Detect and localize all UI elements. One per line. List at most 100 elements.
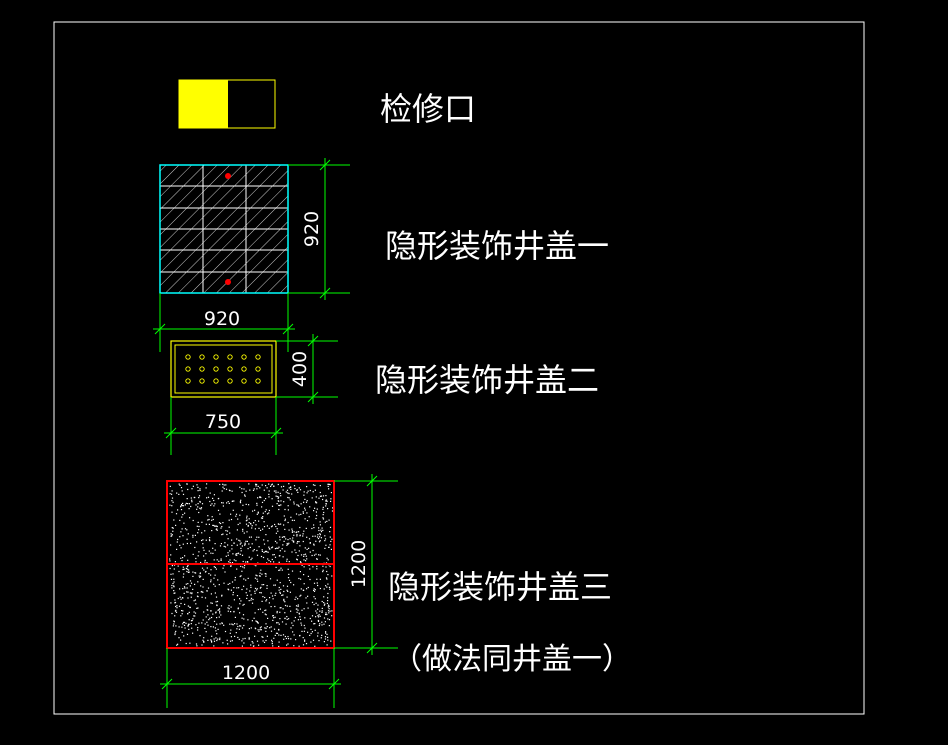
- stone-speckle: [173, 568, 175, 570]
- stone-speckle: [259, 575, 261, 577]
- stone-speckle: [276, 622, 278, 624]
- stone-speckle: [205, 553, 207, 555]
- stone-speckle: [298, 514, 300, 516]
- stone-speckle: [256, 483, 258, 486]
- stone-speckle: [204, 627, 206, 629]
- cover-3-height-dimension: [334, 474, 398, 655]
- stone-speckle: [331, 538, 333, 540]
- stone-speckle: [271, 595, 274, 597]
- stone-speckle: [331, 615, 333, 617]
- stone-speckle: [303, 554, 305, 556]
- stone-speckle: [255, 524, 257, 526]
- stone-speckle: [183, 573, 185, 575]
- stone-speckle: [234, 616, 236, 618]
- stone-speckle: [210, 610, 212, 612]
- stone-speckle: [272, 598, 274, 600]
- stone-speckle: [325, 577, 328, 579]
- stone-speckle: [239, 522, 241, 524]
- stone-speckle: [228, 589, 230, 591]
- stone-speckle: [221, 502, 223, 504]
- stone-speckle: [309, 568, 311, 570]
- stone-speckle: [251, 525, 253, 527]
- stone-speckle: [233, 559, 235, 561]
- stone-speckle: [242, 530, 244, 532]
- stone-speckle: [238, 587, 240, 589]
- stone-speckle: [241, 570, 243, 572]
- stone-speckle: [234, 579, 236, 581]
- stone-speckle: [207, 639, 209, 641]
- stone-speckle: [203, 555, 205, 557]
- stone-speckle: [173, 623, 175, 625]
- stone-speckle: [292, 541, 294, 543]
- stone-speckle: [225, 555, 227, 557]
- stone-speckle: [328, 625, 330, 627]
- stone-speckle: [207, 614, 209, 616]
- stone-speckle: [270, 561, 272, 563]
- stone-speckle: [317, 616, 320, 618]
- stone-speckle: [238, 638, 240, 640]
- stone-speckle: [319, 610, 321, 612]
- stone-speckle: [321, 611, 323, 613]
- stone-speckle: [208, 523, 210, 525]
- stone-speckle: [180, 557, 182, 559]
- stone-speckle: [189, 585, 191, 587]
- stone-speckle: [323, 511, 325, 514]
- stone-speckle: [322, 514, 324, 516]
- stone-speckle: [327, 610, 330, 612]
- stone-speckle: [294, 488, 296, 490]
- stone-speckle: [195, 572, 197, 574]
- stone-speckle: [247, 548, 249, 550]
- stone-speckle: [260, 496, 262, 499]
- stone-speckle: [254, 587, 257, 589]
- stone-speckle: [220, 522, 222, 525]
- stone-speckle: [319, 521, 321, 523]
- stone-speckle: [252, 642, 254, 644]
- stone-speckle: [282, 608, 284, 610]
- stone-speckle: [329, 544, 331, 546]
- stone-speckle: [197, 532, 199, 534]
- stone-speckle: [244, 542, 246, 544]
- stone-speckle: [260, 592, 262, 594]
- vent-hole: [241, 378, 247, 384]
- stone-speckle: [298, 541, 300, 543]
- stone-speckle: [212, 626, 214, 628]
- stone-speckle: [213, 566, 215, 568]
- stone-speckle: [245, 540, 247, 542]
- stone-speckle: [253, 488, 255, 490]
- stone-speckle: [303, 566, 305, 568]
- stone-speckle: [288, 561, 290, 563]
- stone-speckle: [260, 629, 262, 631]
- stone-speckle: [324, 547, 326, 549]
- stone-speckle: [329, 610, 331, 612]
- stone-speckle: [195, 504, 197, 506]
- stone-speckle: [288, 579, 291, 581]
- stone-speckle: [284, 550, 286, 552]
- stone-speckle: [207, 609, 209, 611]
- stone-speckle: [322, 498, 324, 501]
- stone-speckle: [216, 529, 218, 531]
- stone-speckle: [195, 557, 197, 560]
- stone-speckle: [214, 566, 216, 569]
- stone-speckle: [245, 561, 247, 563]
- stone-speckle: [261, 517, 264, 519]
- stone-speckle: [205, 539, 207, 541]
- stone-speckle: [295, 513, 298, 515]
- stone-speckle: [228, 608, 230, 610]
- stone-speckle: [329, 588, 331, 590]
- stone-speckle: [324, 621, 326, 623]
- stone-speckle: [268, 483, 270, 485]
- stone-speckle: [280, 523, 282, 525]
- stone-speckle: [222, 567, 224, 569]
- stone-speckle: [217, 638, 219, 640]
- cover-3-width-dimension: [160, 648, 341, 708]
- stone-speckle: [239, 625, 241, 627]
- stone-speckle: [175, 609, 177, 611]
- stone-speckle: [286, 542, 288, 545]
- stone-speckle: [241, 627, 244, 629]
- stone-speckle: [232, 591, 234, 594]
- stone-speckle: [266, 487, 268, 489]
- stone-speckle: [250, 523, 252, 525]
- stone-speckle: [268, 512, 270, 514]
- stone-speckle: [174, 632, 176, 634]
- stone-speckle: [296, 611, 298, 613]
